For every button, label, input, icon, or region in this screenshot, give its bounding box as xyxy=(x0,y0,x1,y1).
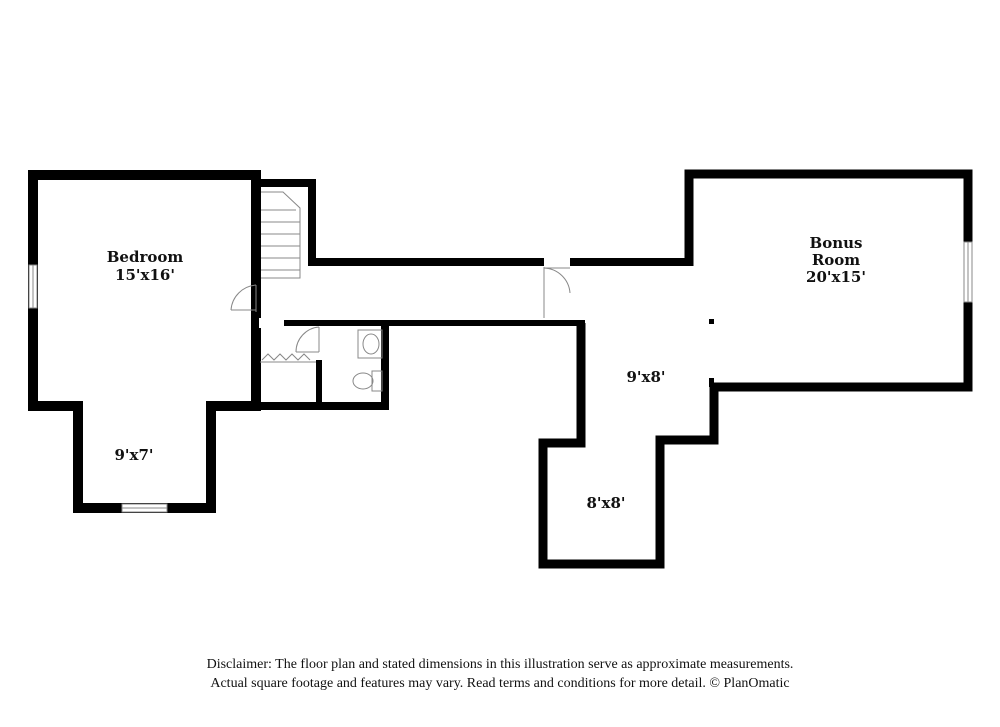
bonus-opening-marker-lower xyxy=(709,378,714,387)
closet-door-swing xyxy=(295,326,320,353)
closet-doors xyxy=(260,353,316,363)
bonus-room-walls xyxy=(684,169,973,392)
bonus-room-size-label: 20'x15' xyxy=(806,268,866,286)
staircase xyxy=(261,191,301,279)
bathroom-walls xyxy=(256,323,389,410)
bedroom-size-label: 15'x16' xyxy=(115,266,175,284)
bedroom-name-label: Bedroom xyxy=(107,248,184,266)
disclaimer-line-2: Actual square footage and features may v… xyxy=(210,676,790,691)
hallway-door-gap xyxy=(259,318,284,328)
bedroom-nook-size-label: 9'x7' xyxy=(114,446,153,464)
disclaimer-line-1: Disclaimer: The floor plan and stated di… xyxy=(206,657,794,672)
landing-size-label: 9'x8' xyxy=(626,368,665,386)
landing-alcove-walls xyxy=(538,323,719,569)
hall-door xyxy=(543,267,571,318)
bonus-room-name-label-2: Room xyxy=(812,251,860,269)
bathroom-toilet xyxy=(352,370,383,392)
bedroom-door xyxy=(230,284,257,312)
landing-door-gap xyxy=(544,257,570,267)
alcove-size-label: 8'x8' xyxy=(586,494,625,512)
bathroom-sink xyxy=(357,329,383,359)
bedroom-walls xyxy=(28,170,261,513)
stair-well-walls xyxy=(256,179,316,262)
bonus-room-name-label-1: Bonus xyxy=(810,234,863,252)
bonus-opening-marker xyxy=(709,319,714,324)
